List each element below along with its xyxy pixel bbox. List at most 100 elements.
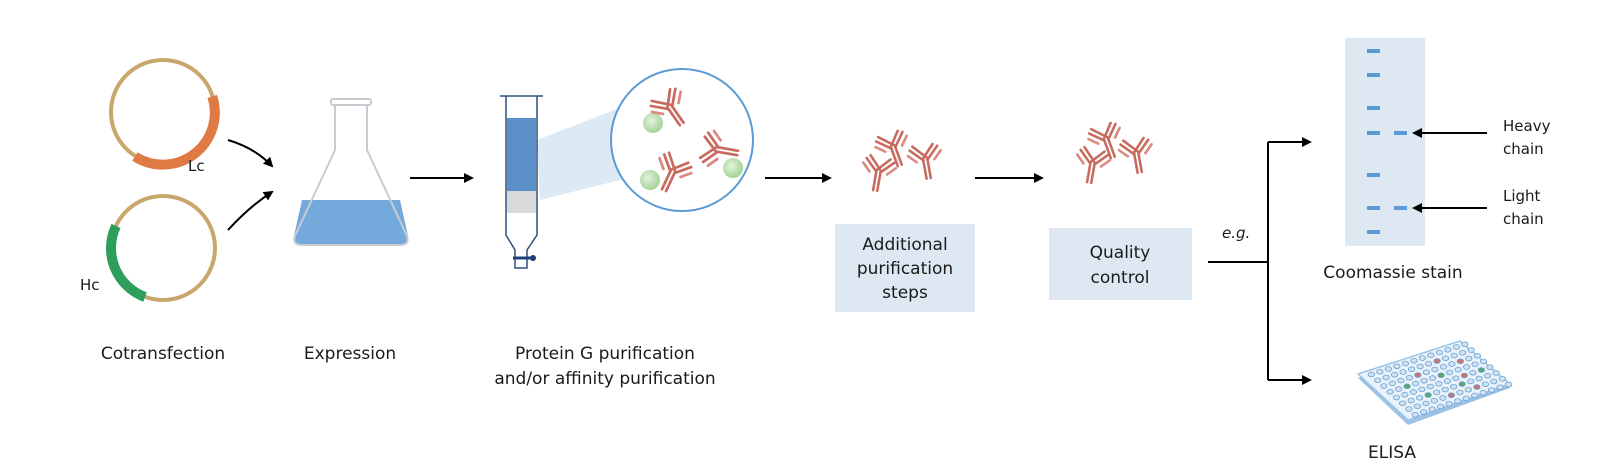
elisa-well bbox=[1426, 383, 1434, 390]
elisa-well bbox=[1408, 366, 1416, 373]
elisa-well bbox=[1505, 381, 1513, 388]
elisa-well bbox=[1393, 363, 1401, 370]
elisa-well bbox=[1484, 372, 1492, 379]
protein-g-label-2: and/or affinity purification bbox=[494, 369, 715, 389]
elisa-well bbox=[1435, 380, 1443, 387]
elisa-well bbox=[1473, 384, 1481, 390]
antibody-cluster-1 bbox=[857, 126, 947, 195]
heavy-label-1: Heavy bbox=[1503, 117, 1551, 135]
elisa-well bbox=[1414, 372, 1422, 378]
elisa-well bbox=[1452, 375, 1460, 382]
elisa-well bbox=[1418, 355, 1426, 361]
elisa-well bbox=[1384, 366, 1392, 372]
elisa-well bbox=[1481, 381, 1489, 388]
elisa-well bbox=[1439, 363, 1447, 370]
elisa-well bbox=[1416, 363, 1424, 370]
qc-label-2: control bbox=[1091, 268, 1150, 288]
flask-icon bbox=[293, 98, 409, 246]
elisa-well bbox=[1444, 346, 1452, 353]
elisa-well bbox=[1471, 392, 1479, 399]
elisa-well bbox=[1403, 383, 1411, 390]
additional-label-3: steps bbox=[882, 283, 928, 303]
elisa-well bbox=[1401, 391, 1409, 398]
elisa-well bbox=[1461, 341, 1469, 348]
elisa-well bbox=[1456, 358, 1464, 365]
cotransfection-label: Cotransfection bbox=[101, 344, 225, 364]
elisa-well bbox=[1454, 366, 1462, 373]
elisa-well bbox=[1429, 375, 1437, 381]
elisa-well bbox=[1437, 372, 1445, 379]
elisa-well bbox=[1437, 403, 1445, 410]
elisa-well bbox=[1420, 377, 1428, 384]
elisa-well bbox=[1446, 369, 1454, 376]
elisa-well bbox=[1376, 368, 1384, 375]
additional-purification-box: Additional purification steps bbox=[835, 224, 975, 312]
elisa-well bbox=[1395, 386, 1403, 392]
elisa-well bbox=[1418, 386, 1426, 393]
elisa-well bbox=[1399, 369, 1407, 375]
elisa-well bbox=[1460, 372, 1468, 379]
elisa-well bbox=[1445, 400, 1453, 407]
elisa-well bbox=[1477, 367, 1485, 373]
plasmid-hc: Hc bbox=[80, 194, 217, 302]
elisa-well bbox=[1397, 377, 1405, 384]
elisa-well bbox=[1374, 377, 1382, 384]
antibody-cluster-2 bbox=[1071, 118, 1158, 187]
elisa-well bbox=[1441, 386, 1449, 393]
additional-label-2: purification bbox=[857, 259, 953, 279]
quality-control-box: Quality control bbox=[1049, 228, 1192, 300]
hc-label: Hc bbox=[80, 276, 100, 294]
magnified-beads-inset bbox=[610, 68, 754, 212]
expression-label: Expression bbox=[304, 344, 396, 364]
elisa-well bbox=[1399, 400, 1407, 407]
elisa-well bbox=[1471, 361, 1479, 368]
elisa-well bbox=[1401, 360, 1409, 367]
elisa-well bbox=[1463, 364, 1471, 370]
elisa-well bbox=[1496, 384, 1504, 391]
elisa-well bbox=[1492, 370, 1500, 376]
coomassie-gel bbox=[1345, 38, 1425, 246]
elisa-well bbox=[1452, 344, 1460, 350]
elisa-well bbox=[1420, 409, 1428, 415]
elisa-well bbox=[1424, 392, 1432, 398]
elisa-well bbox=[1486, 364, 1494, 371]
elisa-well bbox=[1367, 371, 1375, 378]
elisa-well bbox=[1480, 358, 1488, 365]
elisa-well bbox=[1428, 406, 1436, 413]
elisa-well bbox=[1435, 349, 1443, 356]
light-label-1: Light bbox=[1503, 187, 1541, 205]
elisa-well bbox=[1422, 400, 1430, 407]
branch-arrows bbox=[1208, 137, 1312, 385]
elisa-well bbox=[1490, 378, 1498, 385]
elisa-well bbox=[1442, 355, 1450, 362]
elisa-well bbox=[1479, 389, 1487, 396]
elisa-well bbox=[1422, 369, 1430, 376]
additional-label-1: Additional bbox=[862, 235, 947, 255]
elisa-well bbox=[1407, 397, 1415, 404]
elisa-well bbox=[1425, 360, 1433, 367]
elisa-plate-icon bbox=[1356, 340, 1513, 425]
elisa-well bbox=[1465, 355, 1473, 362]
elisa-well bbox=[1443, 378, 1451, 384]
elisa-well bbox=[1411, 411, 1419, 418]
elisa-well bbox=[1405, 374, 1413, 381]
elisa-well bbox=[1427, 352, 1435, 359]
elisa-well bbox=[1454, 398, 1462, 404]
qc-label-1: Quality bbox=[1090, 243, 1151, 263]
arrow-lc-to-flask bbox=[227, 139, 274, 168]
elisa-well bbox=[1439, 395, 1447, 401]
elisa-well bbox=[1448, 361, 1456, 367]
elisa-well bbox=[1458, 381, 1466, 387]
elisa-well bbox=[1498, 375, 1506, 382]
elisa-well bbox=[1380, 383, 1388, 389]
elisa-well bbox=[1469, 369, 1477, 376]
elisa-well bbox=[1413, 403, 1421, 410]
elisa-well bbox=[1410, 357, 1418, 364]
elisa-well bbox=[1382, 374, 1390, 381]
elisa-well bbox=[1388, 380, 1396, 387]
elisa-well bbox=[1467, 347, 1475, 353]
elisa-label: ELISA bbox=[1368, 443, 1416, 463]
eg-label: e.g. bbox=[1222, 224, 1250, 242]
elisa-well bbox=[1433, 389, 1441, 396]
